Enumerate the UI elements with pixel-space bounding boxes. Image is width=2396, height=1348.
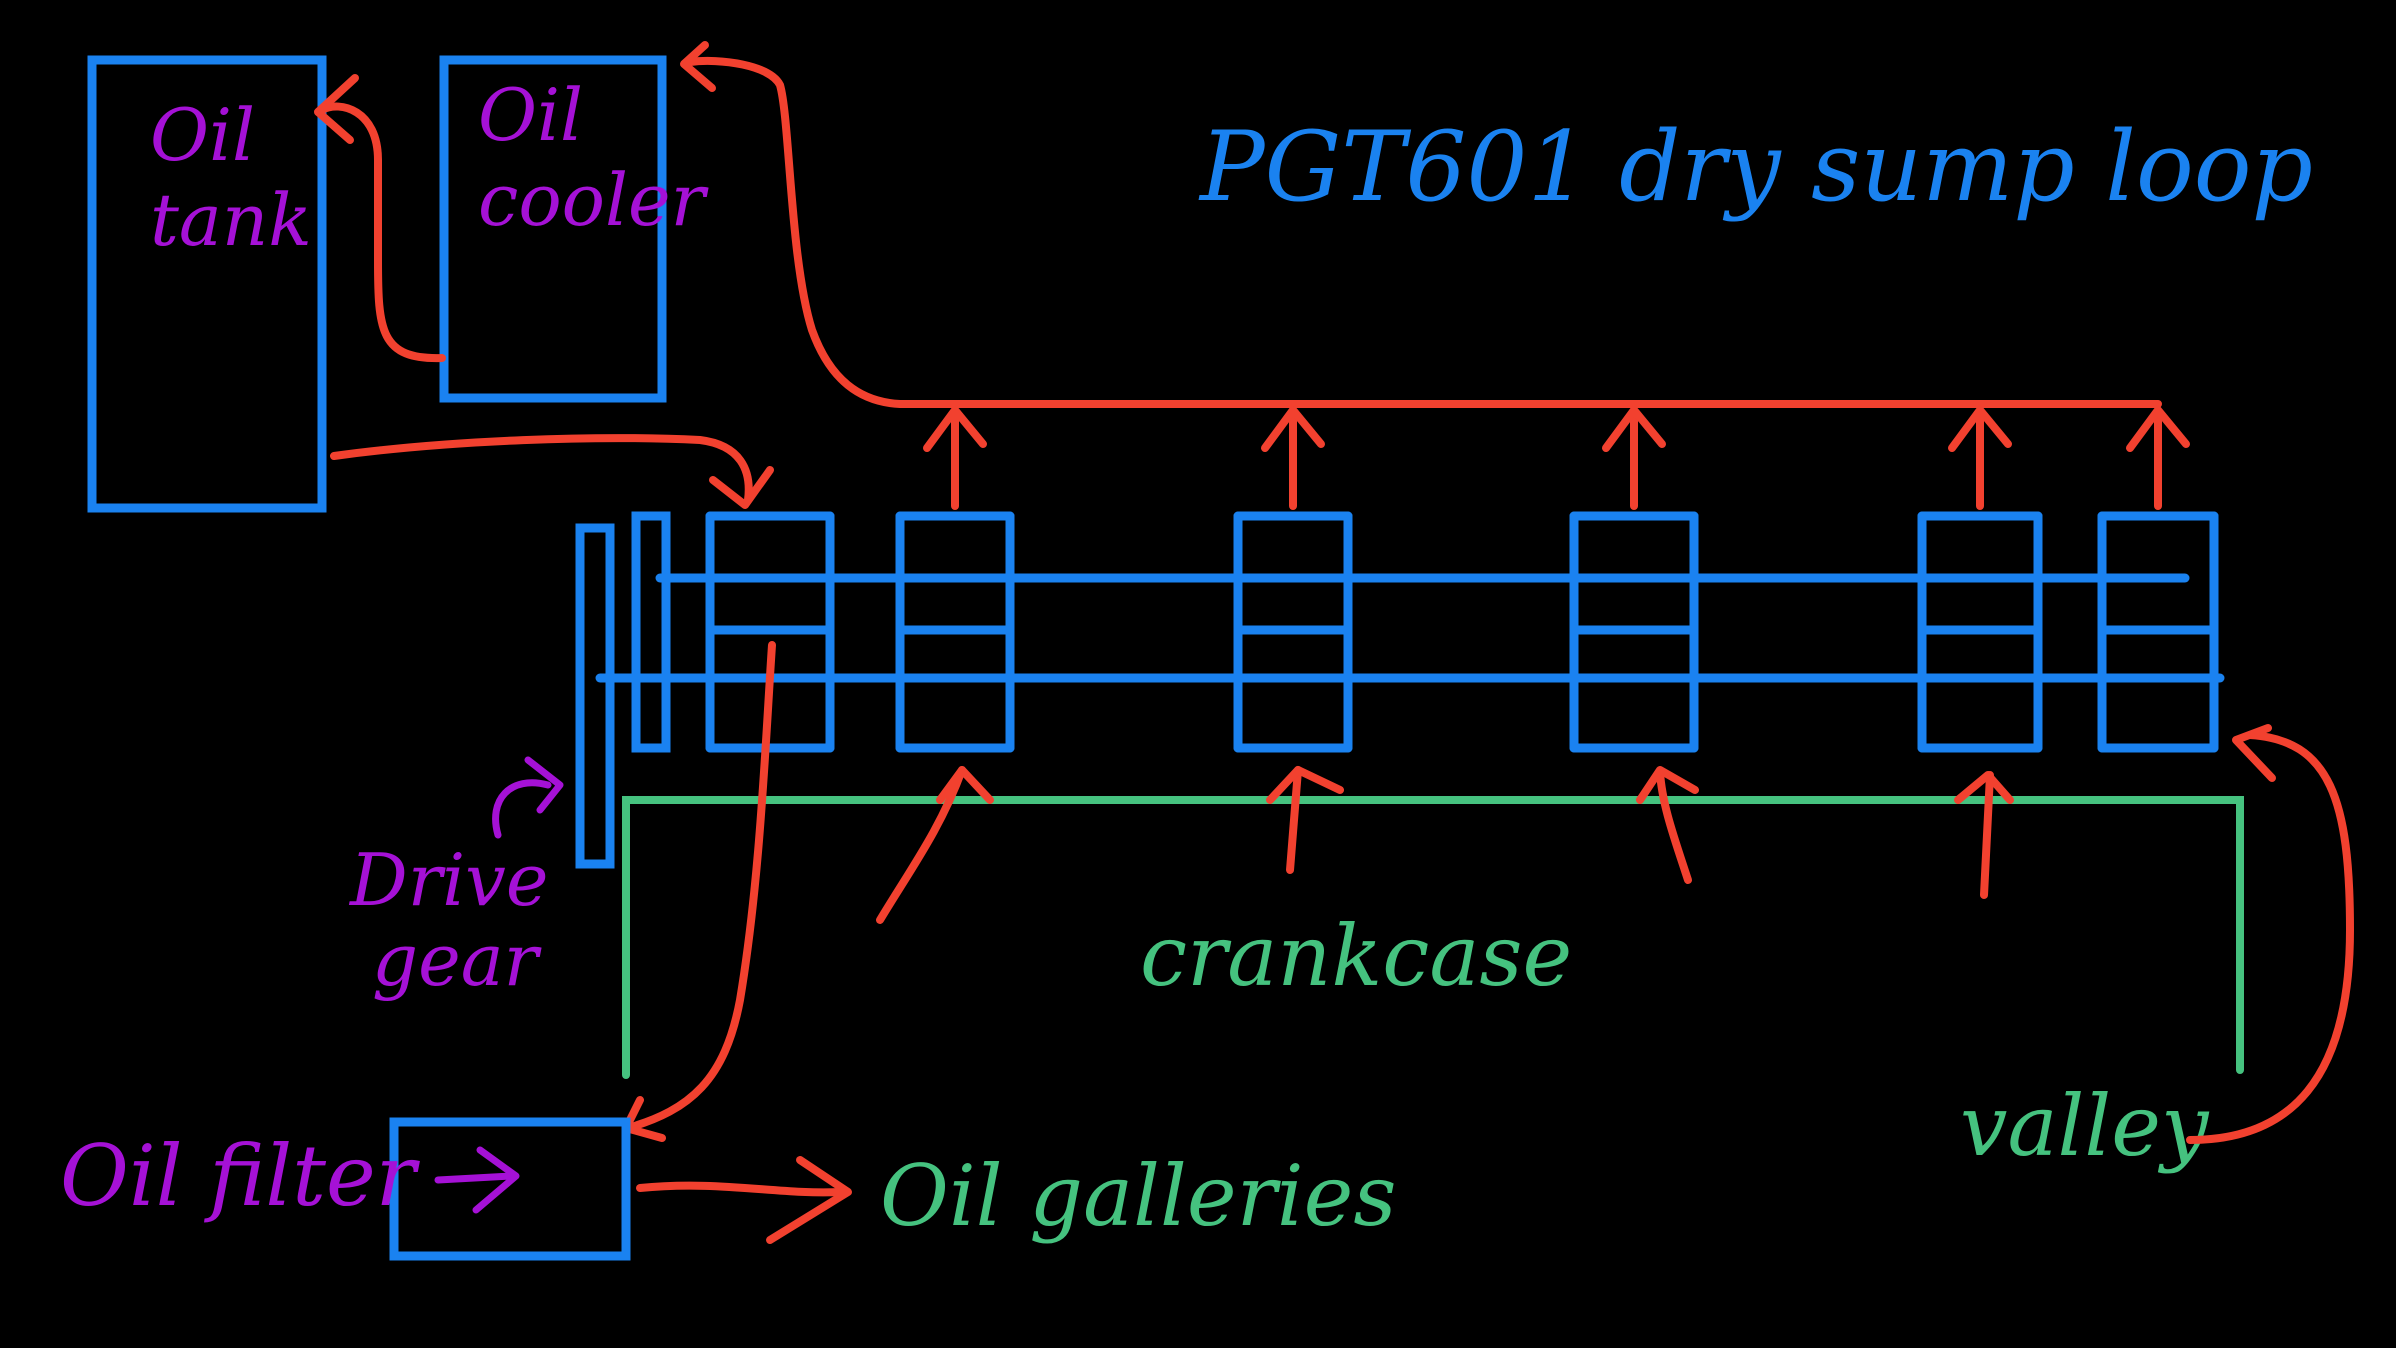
flow-cooler-to-tank xyxy=(314,74,446,363)
curved-arrow-icon xyxy=(492,779,552,839)
drive-gear-label-line2: gear xyxy=(372,918,542,1002)
oil-cooler-label-line2: cooler xyxy=(478,158,709,242)
flow-pump-to-filter xyxy=(622,641,776,1142)
return-manifold-line xyxy=(686,56,2162,408)
flow-tank-to-pump xyxy=(330,434,774,509)
crankcase: crankcase valley xyxy=(622,796,2244,1175)
arrowhead-icon xyxy=(1266,766,1344,804)
pickup-line xyxy=(1656,768,1692,884)
crankcase-label: crankcase xyxy=(1140,907,1572,1005)
diagram-title: PGT601 dry sump loop xyxy=(1198,111,2313,223)
oil-tank-label-line1: Oil xyxy=(150,93,255,177)
oil-tank-label-line2: tank xyxy=(150,178,312,262)
valley-scavenge-line xyxy=(2186,731,2354,1144)
oil-tank: Oil tank xyxy=(87,55,327,513)
scavenge-pickups xyxy=(876,766,2014,924)
arrowhead-icon xyxy=(472,1146,520,1214)
arrowhead-icon xyxy=(936,766,994,804)
flow-return-to-cooler xyxy=(680,41,2162,408)
pickup-line xyxy=(1980,771,1994,899)
drive-coupling-shape xyxy=(631,511,671,753)
arrowhead-icon xyxy=(709,466,774,509)
arrowhead-icon xyxy=(1636,766,1699,804)
oil-filter-label: Oil filter xyxy=(60,1127,421,1225)
oil-filter: Oil filter xyxy=(60,1117,631,1261)
flow-line xyxy=(636,1181,844,1197)
arrowhead-icon xyxy=(1948,406,2012,452)
arrowhead-icon xyxy=(2232,724,2276,782)
crankcase-outline xyxy=(622,796,2244,1079)
arrowhead-icon xyxy=(1954,771,2014,804)
flow-line xyxy=(330,434,753,504)
arrowhead-icon xyxy=(1602,406,1666,452)
oil-cooler: Oil cooler xyxy=(439,55,709,403)
flow-line xyxy=(318,102,446,363)
flow-filter-to-galleries: Oil galleries xyxy=(636,1147,1396,1245)
arrowhead-icon xyxy=(2126,406,2190,452)
oil-galleries-label: Oil galleries xyxy=(880,1147,1396,1245)
arrowhead-icon xyxy=(680,41,716,92)
valley-label: valley xyxy=(1960,1077,2210,1175)
flow-valley-to-pump xyxy=(2186,724,2354,1144)
arrowhead-icon xyxy=(314,74,359,144)
arrowhead-icon xyxy=(1261,406,1325,452)
label-arrow-icon xyxy=(434,1172,516,1184)
drive-gear-shape xyxy=(575,523,615,869)
pressure-line xyxy=(624,641,776,1132)
drive-gear-label-line1: Drive xyxy=(348,838,548,922)
oil-filter-box xyxy=(389,1117,631,1261)
pickup-line xyxy=(1286,766,1302,874)
oil-tank-box xyxy=(87,55,327,513)
arrowhead-icon xyxy=(524,756,564,814)
arrowhead-icon xyxy=(766,1156,852,1244)
arrowhead-icon xyxy=(923,406,987,452)
pickup-line xyxy=(876,766,966,924)
drive-gear: Drive gear xyxy=(348,511,671,1002)
pump-stages xyxy=(705,406,2219,753)
oil-cooler-box xyxy=(439,55,667,403)
oil-cooler-label-line1: Oil xyxy=(478,73,583,157)
